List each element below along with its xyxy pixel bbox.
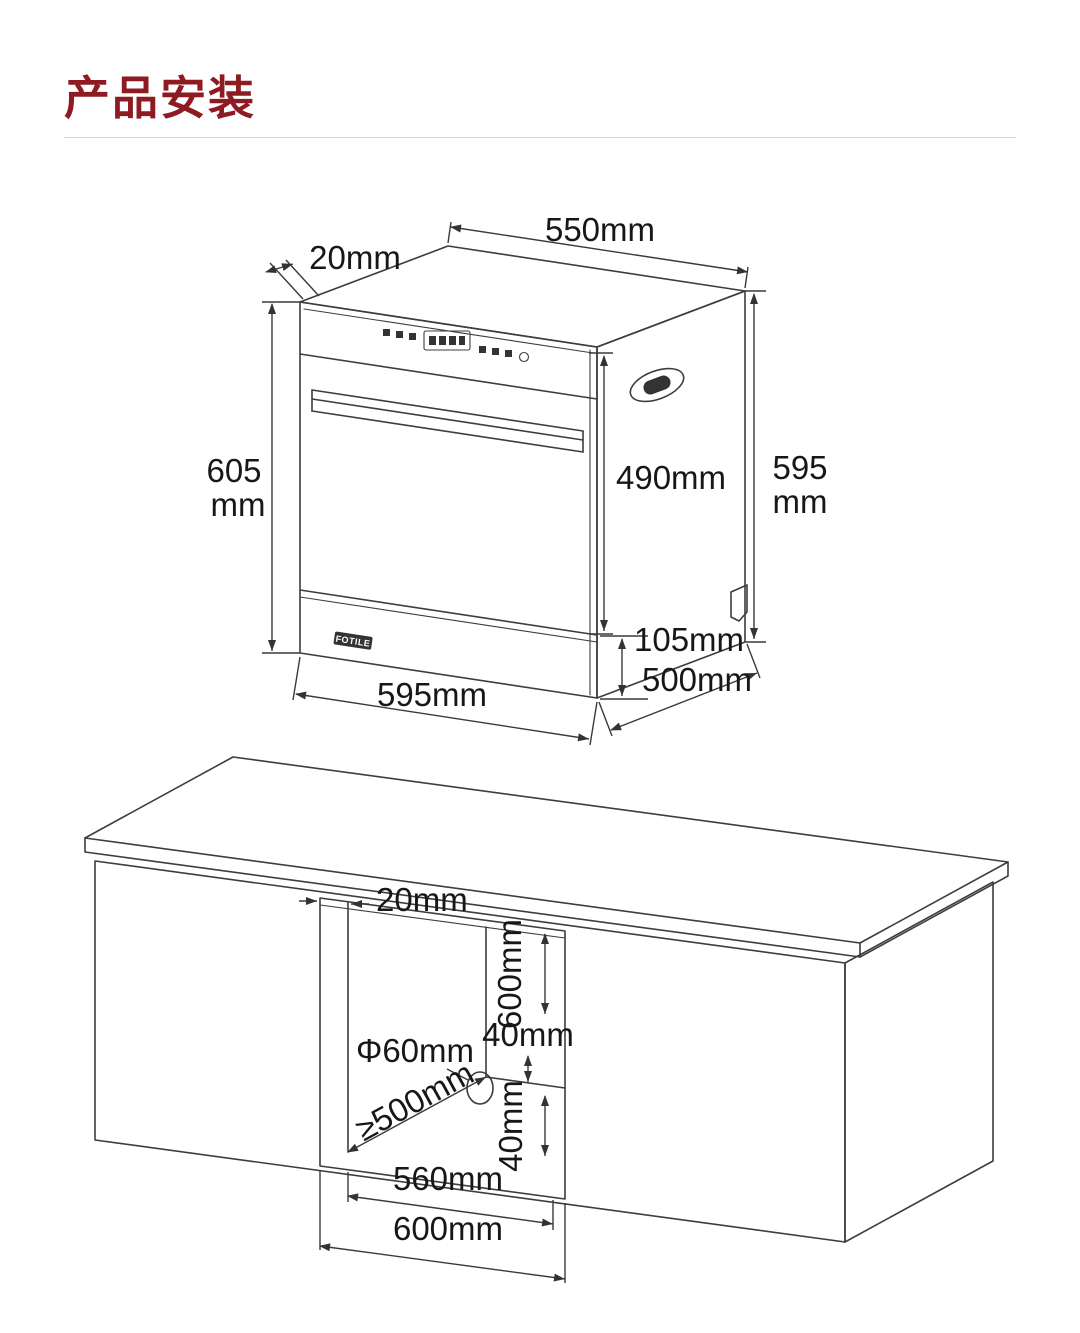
dim-side-depth-label: 500mm xyxy=(642,661,752,698)
dim-door-height-label: 490mm xyxy=(616,459,726,496)
dim-total-height-unit: mm xyxy=(211,486,266,523)
power-icon xyxy=(518,351,530,363)
door-handle xyxy=(311,389,584,453)
mounting-bracket xyxy=(730,584,748,622)
dim-hole-diameter-label: Φ60mm xyxy=(356,1032,474,1069)
control-panel-bottom-line xyxy=(299,353,598,400)
dim-side-clearance: 20mm xyxy=(299,881,468,918)
dim-door-offset-label: 20mm xyxy=(309,239,401,276)
dim-total-height-value: 605 xyxy=(206,452,261,489)
dim-base-height-label: 105mm xyxy=(634,621,744,658)
cabinet-side-face xyxy=(844,881,994,1243)
control-panel-icons xyxy=(383,329,530,363)
dim-front-width-label: 595mm xyxy=(377,676,487,713)
dim-side-height: 595 mm xyxy=(745,290,828,643)
dim-door-offset: 20mm xyxy=(265,239,401,300)
panel-icon xyxy=(492,348,499,355)
panel-icon xyxy=(409,333,416,340)
appliance-dimension-diagram: FOTILE 20mm 550mm 605 mm xyxy=(206,211,828,746)
panel-icon xyxy=(479,346,486,353)
dim-side-clearance-label: 20mm xyxy=(376,881,468,918)
dim-outer-width-label: 600mm xyxy=(393,1210,503,1247)
cutout-opening xyxy=(319,897,566,1200)
dim-hole-diameter: Φ60mm xyxy=(356,1032,474,1081)
base-top-line xyxy=(299,596,598,643)
dim-front-width: 595mm xyxy=(292,656,598,746)
dim-side-height-value: 595 xyxy=(772,449,827,486)
countertop xyxy=(84,756,1009,958)
display-screen xyxy=(423,330,471,351)
dim-base-height: 105mm xyxy=(600,621,744,700)
page-title: 产品安装 xyxy=(64,72,256,124)
dim-hole-offset-top-label: 40mm xyxy=(482,1016,574,1053)
dim-side-depth: 500mm xyxy=(598,643,761,737)
dim-cavity-height: 600mm xyxy=(491,919,549,1029)
dim-total-height: 605 mm xyxy=(206,301,300,654)
header-divider xyxy=(64,137,1016,138)
dim-outer-width: 600mm xyxy=(319,1170,566,1283)
panel-icon xyxy=(505,350,512,357)
countertop-right-edge xyxy=(859,861,1009,958)
dim-door-height: 490mm xyxy=(589,352,726,635)
dim-hole-offset-top: 40mm xyxy=(482,1016,574,1082)
dim-top-width: 550mm xyxy=(447,211,749,289)
counter-underside-line xyxy=(319,904,566,939)
cabinet-cutout-diagram: 20mm 600mm 40mm Φ60mm ≥500mm 40mm xyxy=(84,756,1009,1283)
dim-hole-offset-bottom-label: 40mm xyxy=(492,1080,529,1172)
panel-icon xyxy=(396,331,403,338)
dim-inner-width-label: 560mm xyxy=(393,1160,503,1197)
side-handle xyxy=(629,367,685,403)
dim-hole-offset-bottom: 40mm xyxy=(492,1080,549,1172)
dim-side-height-unit: mm xyxy=(773,483,828,520)
door-bottom-line xyxy=(299,589,598,636)
dim-inner-width: 560mm xyxy=(347,1160,554,1230)
back-wall-bottom-line xyxy=(485,1076,566,1089)
panel-icon xyxy=(383,329,390,336)
appliance-body xyxy=(299,245,748,699)
brand-logo: FOTILE xyxy=(333,631,373,650)
countertop-front-edge xyxy=(84,837,861,958)
dim-cavity-height-label: 600mm xyxy=(491,919,528,1029)
dim-top-width-label: 550mm xyxy=(545,211,655,248)
cabinet-body xyxy=(94,860,994,1243)
